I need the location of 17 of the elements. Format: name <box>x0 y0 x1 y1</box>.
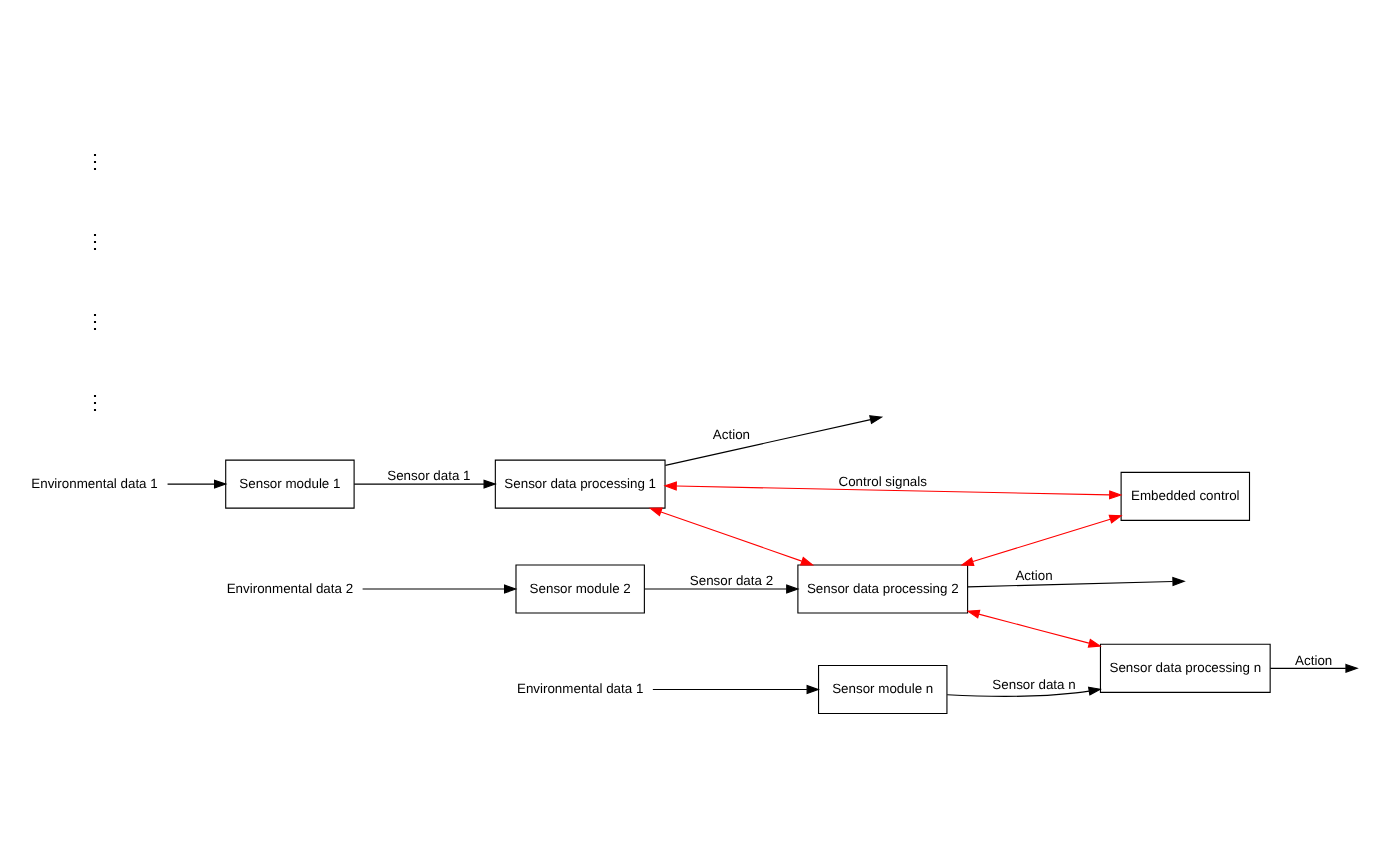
label: ⋮ <box>84 231 105 254</box>
arrow <box>1269 663 1359 673</box>
label: ⋮ <box>84 392 105 415</box>
label: ⋮ <box>84 151 105 174</box>
arrow <box>353 479 497 489</box>
arrow <box>644 584 800 594</box>
arrow <box>966 609 1102 648</box>
arrow <box>960 514 1123 566</box>
arrow <box>663 481 1123 500</box>
arrow <box>946 686 1102 697</box>
arrow <box>167 479 228 489</box>
arrow <box>652 684 820 695</box>
arrow <box>664 415 884 466</box>
arrow <box>648 507 815 566</box>
arrow <box>967 576 1186 588</box>
arrow <box>362 584 518 594</box>
label: ⋮ <box>84 312 105 335</box>
